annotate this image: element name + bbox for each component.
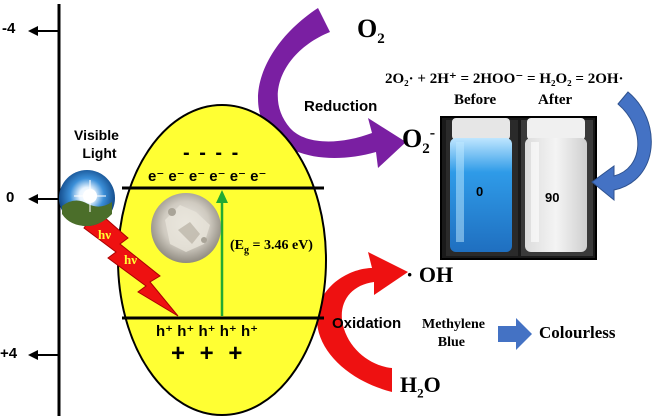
hole-signs: + + + [171,340,247,367]
potential-axis [28,4,61,416]
sun-icon [59,170,115,226]
electrons-label: e⁻ e⁻ e⁻ e⁻ e⁻ e⁻ [148,168,267,185]
oxygen-sub: 2 [377,31,385,48]
holes-label: h⁺ h⁺ h⁺ h⁺ h⁺ [156,323,259,340]
reaction-equation: 2O₂· + 2H⁺ = 2HOO⁻ = H₂O₂ = 2OH· [385,71,624,87]
electron-signs: - - - - [183,142,241,164]
water-sub: 2 [417,385,424,401]
visible-light-line2: Light [82,145,117,161]
visible-light-label: Visible Light [74,126,119,162]
water-o: O [423,372,441,397]
dye-line2: Blue [437,335,465,350]
axis-tick-top: -4 [2,20,16,37]
after-label: After [538,92,573,108]
superoxide-symbol: O [402,124,423,153]
vial-photo [440,116,597,260]
band-gap-label: (Eg = 3.46 eV) [230,238,313,256]
gap-suffix: = 3.46 eV) [249,238,313,253]
gap-sub: g [244,244,249,256]
hydroxyl-product: · OH [406,262,454,287]
water-reactant: H2O [400,372,441,401]
visible-light-line1: Visible [74,127,119,143]
photon-label-1: hν [98,227,112,242]
photon-label-2: hν [124,252,138,267]
axis-tick-middle: 0 [6,189,15,206]
light-bolt [83,209,179,317]
after-vial-value: 90 [545,190,560,205]
reduction-label: Reduction [304,98,378,115]
vial-flow-arrow [591,91,652,202]
before-vial-value: 0 [476,184,484,199]
superoxide-sup: - [429,124,436,142]
oxidation-arrow [316,252,408,392]
water-h: H [400,372,418,397]
before-label: Before [454,92,497,108]
dye-result-arrow [498,318,532,350]
colourless-label: Colourless [539,323,616,342]
dye-line1: Methylene [422,317,485,332]
reduction-arrow [258,8,406,168]
gap-prefix: (E [230,238,244,253]
band-gap-arrow [216,190,228,316]
superoxide-product: O2- [402,124,435,158]
methylene-blue-label: Methylene Blue [422,316,485,352]
catalyst-powder-image [151,193,221,263]
oxygen-reactant: O2 [357,14,385,48]
oxidation-label: Oxidation [332,315,402,332]
axis-tick-bottom: +4 [0,345,18,362]
superoxide-sub: 2 [422,141,430,158]
oxygen-symbol: O [357,14,378,43]
